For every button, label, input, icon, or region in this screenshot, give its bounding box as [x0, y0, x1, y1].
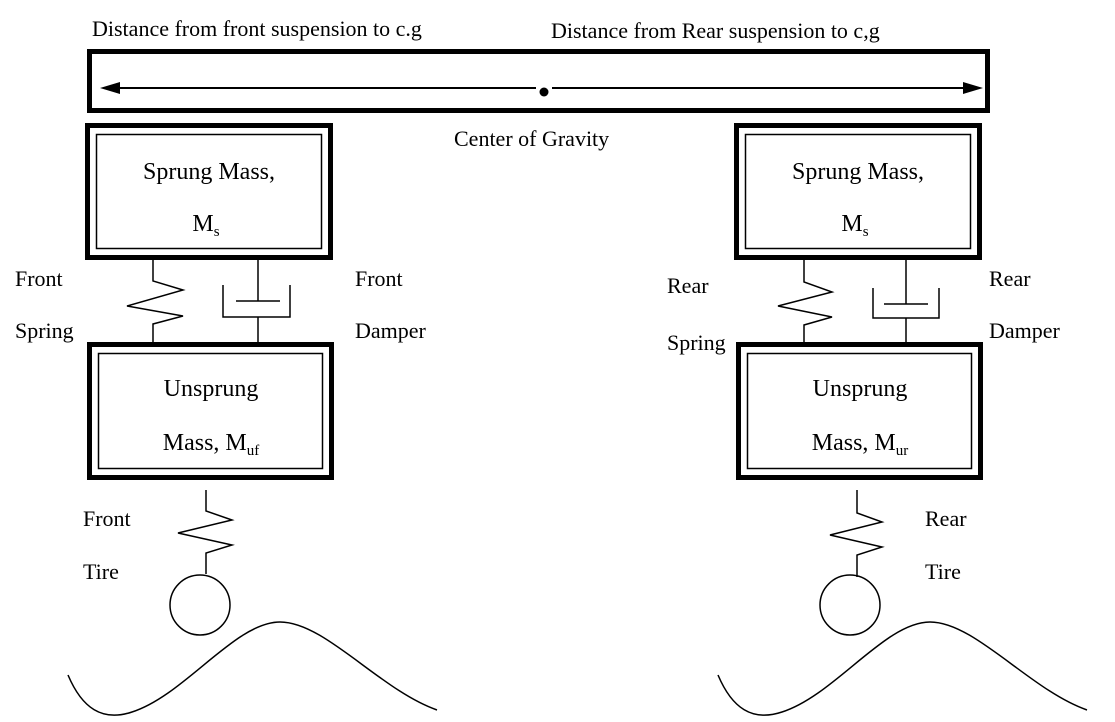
rear-sprung-mass-symbol: Ms — [841, 211, 868, 240]
front-damper-label: Front — [355, 266, 403, 291]
rear-unsprung-mass-label: Unsprung — [813, 376, 908, 402]
rear-unsprung-mass-symbol: Mass, Mur — [812, 430, 909, 459]
front-unsprung-mass-label: Unsprung — [164, 376, 259, 402]
center-of-gravity-label: Center of Gravity — [454, 126, 609, 151]
rear-spring-label: Rear — [667, 273, 709, 298]
front-tire-spring — [177, 490, 235, 574]
front-spring-label: Front — [15, 266, 63, 291]
front-tire-label: Front — [83, 506, 131, 531]
rear-sprung-mass-label: Sprung Mass, — [792, 159, 924, 185]
rear-unsprung-mass-box: Unsprung Mass, Mur — [736, 342, 983, 480]
rear-damper — [872, 260, 940, 342]
rear-damper-label: Rear — [989, 266, 1031, 291]
rear-suspension: Sprung Mass, Ms Rear Spring Rear Damper … — [667, 123, 1088, 716]
rear-tire-label-2: Tire — [925, 559, 961, 584]
rear-tire-label: Rear — [925, 506, 967, 531]
front-sprung-mass-symbol: Ms — [192, 211, 219, 240]
rear-distance-label: Distance from Rear suspension to c,g — [551, 18, 880, 43]
left-arrowhead — [100, 82, 120, 94]
front-sprung-mass-label: Sprung Mass, — [143, 159, 275, 185]
front-spring-label-2: Spring — [15, 318, 74, 343]
rear-sprung-mass-box: Sprung Mass, Ms — [734, 123, 982, 260]
front-distance-label: Distance from front suspension to c.g — [92, 16, 422, 41]
right-arrowhead — [963, 82, 983, 94]
front-unsprung-mass-box: Unsprung Mass, Muf — [87, 342, 334, 480]
center-of-gravity-dot — [539, 87, 549, 97]
front-damper — [222, 260, 291, 342]
rear-spring — [777, 260, 835, 342]
front-sprung-mass-box: Sprung Mass, Ms — [85, 123, 333, 260]
rear-damper-label-2: Damper — [989, 318, 1061, 343]
vehicle-body-bar — [87, 49, 990, 113]
front-unsprung-mass-symbol: Mass, Muf — [163, 430, 260, 459]
front-spring — [126, 260, 186, 342]
front-damper-label-2: Damper — [355, 318, 427, 343]
rear-tire-wheel — [819, 574, 881, 636]
rear-spring-label-2: Spring — [667, 330, 726, 355]
front-road-profile — [67, 621, 438, 716]
front-tire-label-2: Tire — [83, 559, 119, 584]
rear-road-profile — [717, 621, 1088, 716]
front-tire-wheel — [169, 574, 231, 636]
rear-tire-spring — [829, 490, 885, 577]
front-suspension: Sprung Mass, Ms Front Spring Front Dampe… — [15, 123, 438, 716]
